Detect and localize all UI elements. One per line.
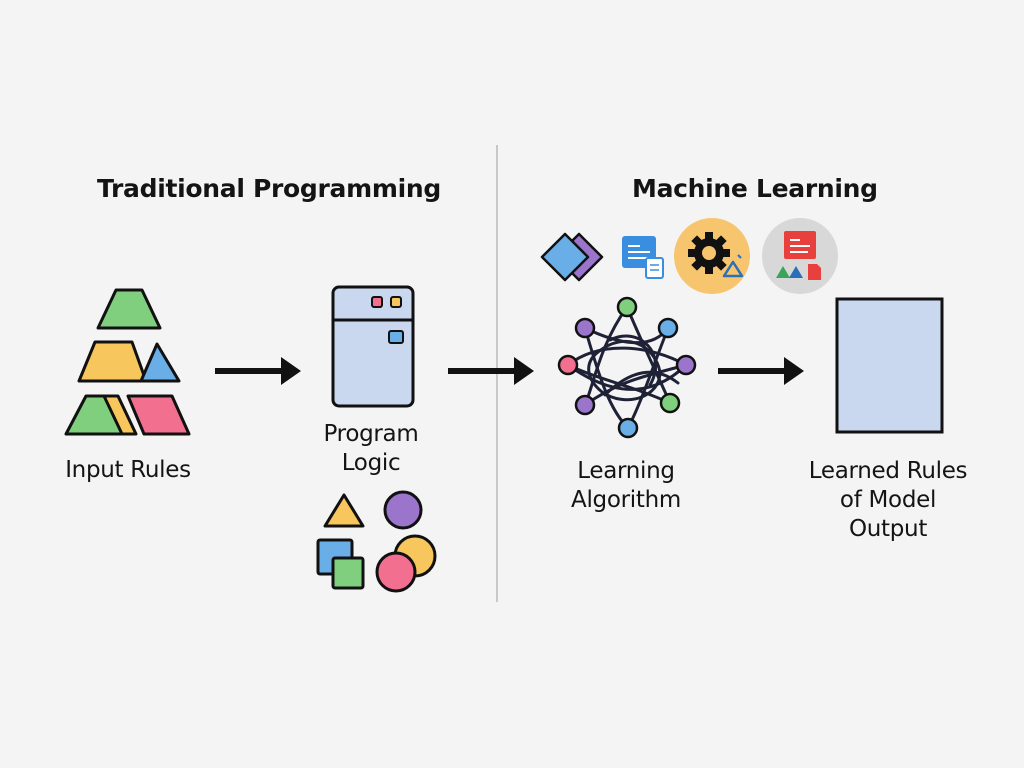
arrow-logic-to-learning: [448, 357, 534, 385]
label-learned-rules-line-3: Output: [848, 516, 928, 542]
label-learned-rules-line-2: of Model: [839, 487, 937, 513]
document-shapes-icon: [762, 218, 838, 294]
gear-icon: [674, 218, 750, 294]
network-icon: [557, 296, 697, 439]
label-learned-rules-line-1: Learned Rules: [808, 458, 968, 484]
label-learning-algorithm-line-1: Learning: [577, 458, 675, 484]
arrow-learning-to-output: [718, 357, 804, 385]
heading-traditional-programming: Traditional Programming: [97, 174, 441, 203]
label-learning-algorithm-line-2: Algorithm: [571, 487, 681, 513]
label-learned-rules-output: Learned Rules of Model Output: [793, 457, 983, 544]
label-program-logic-line-2: Logic: [341, 450, 401, 476]
label-learning-algorithm: Learning Algorithm: [546, 457, 706, 515]
arrow-input-to-logic: [215, 357, 301, 385]
label-input-rules: Input Rules: [65, 457, 191, 483]
triangle-stack-icon: [64, 288, 191, 436]
blank-page-icon: [835, 297, 944, 434]
label-program-logic: Program Logic: [296, 420, 446, 478]
shapes-cluster-icon: [316, 490, 437, 593]
diamond-stack-icon: [540, 232, 604, 282]
document-icon: [622, 236, 664, 279]
server-icon: [331, 285, 415, 408]
label-program-logic-line-1: Program: [323, 421, 419, 447]
heading-machine-learning: Machine Learning: [632, 174, 878, 203]
